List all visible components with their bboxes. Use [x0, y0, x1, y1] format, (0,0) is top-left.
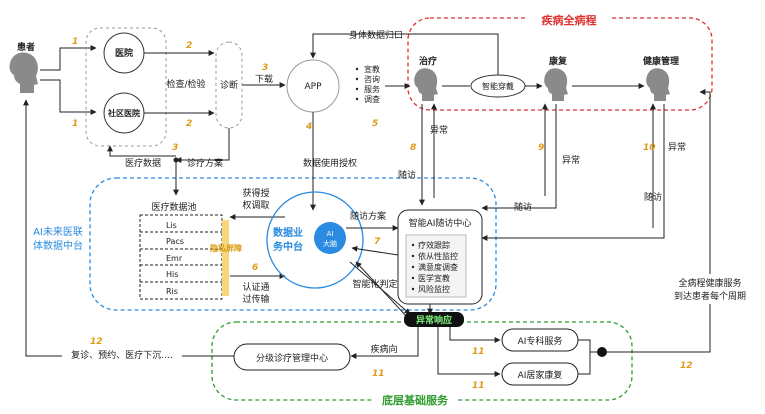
medical-data-label: 医疗数据 — [125, 157, 161, 169]
patient-head-icon — [9, 52, 38, 93]
abnormal-response-label: 异常响应 — [416, 314, 452, 326]
ai-brain-label-line1: AI — [327, 230, 334, 238]
ai-followup-center-label: 智能AI随访中心 — [409, 217, 472, 229]
community-hospital-label: 社区医院 — [107, 108, 140, 118]
app-service-item: 调查 — [364, 94, 380, 104]
ai-specialist-label: AI专科服务 — [518, 335, 563, 347]
followup-plan-label: 随访方案 — [350, 210, 386, 222]
step-number: 2 — [186, 41, 192, 51]
followup-label-3: 随访 — [644, 191, 662, 203]
step-number: 12 — [90, 337, 103, 347]
full-health-label-line2: 到达患者每个周期 — [674, 290, 746, 302]
followup-label-1: 随访 — [398, 169, 416, 181]
bottom-services-title: 底层基础服务 — [382, 393, 449, 407]
step-number: 3 — [262, 63, 268, 73]
future-platform-region — [89, 177, 497, 311]
smart-judge-label: 智能化判定 — [352, 278, 397, 290]
step-number: 12 — [680, 361, 693, 371]
followup-items-list: 疗效跟踪 依从性监控 满意度调查 医学宣教 风险监控 — [418, 240, 458, 294]
step-number: 10 — [643, 143, 656, 153]
step-number: 11 — [472, 347, 485, 357]
data-pool-item: Ris — [166, 287, 178, 296]
hospital-group-box — [85, 27, 167, 147]
body-data-return-label: 身体数据归口 — [349, 29, 403, 41]
app-label: APP — [304, 82, 322, 92]
step-number: 1 — [72, 119, 78, 129]
rehab-head-icon — [544, 68, 568, 101]
disease-direction-label: 疾病向 — [370, 343, 397, 355]
future-platform-title-line1: AI未来医联 — [33, 226, 83, 238]
treatment-plan-label: 诊疗方案 — [187, 157, 223, 169]
privacy-shield-bar — [222, 220, 229, 296]
step-number: 1 — [72, 37, 78, 47]
tiered-center-node[interactable] — [233, 343, 351, 371]
check-test-label: 检查/检验 — [166, 78, 205, 90]
data-pool-item: Lis — [166, 221, 177, 230]
smart-wear-label: 智能穿戴 — [482, 81, 514, 91]
get-auth-label-line2: 权调取 — [242, 199, 269, 211]
step-number: 3 — [172, 143, 178, 153]
diagnosis-label: 诊断 — [220, 79, 238, 91]
tiered-center-label: 分级诊疗管理中心 — [256, 352, 328, 364]
step-number: 2 — [186, 119, 192, 129]
followup-item: 疗效跟踪 — [418, 240, 450, 250]
data-pool-item: Pacs — [166, 237, 184, 246]
followup-item: 医学宣教 — [418, 273, 450, 283]
abnormal-response-node[interactable] — [404, 312, 464, 327]
download-label: 下载 — [255, 73, 273, 85]
step-number: 7 — [374, 237, 381, 247]
ai-brain-label-line2: 大脑 — [323, 239, 337, 248]
health-mgmt-label: 健康管理 — [643, 55, 679, 67]
data-business-label-line2: 务中台 — [273, 240, 303, 253]
medical-data-pool — [139, 214, 223, 300]
followup-items-box — [405, 234, 467, 298]
patient-label: 患者 — [17, 41, 35, 53]
health-mgmt-head-icon — [646, 68, 670, 101]
treatment-label: 治疗 — [419, 55, 437, 67]
ai-home-rehab-label: AI居家康复 — [518, 369, 563, 381]
abnormal-label-3: 异常 — [668, 141, 686, 153]
revisit-label: 复诊、预约、医疗下沉…. — [71, 349, 173, 361]
auth-label-line2: 过传输 — [242, 293, 269, 305]
future-platform-title-line2: 体数据中台 — [33, 239, 83, 252]
step-number: 11 — [472, 381, 485, 391]
privacy-shield-label: 隐私屏障 — [210, 243, 242, 253]
abnormal-label-1: 异常 — [430, 124, 448, 136]
data-pool-item: His — [166, 270, 178, 279]
step-number: 6 — [252, 263, 258, 273]
treatment-head-icon — [414, 68, 438, 101]
full-health-label-line1: 全病程健康服务 — [678, 277, 741, 289]
step-number: 5 — [372, 119, 378, 129]
step-number: 9 — [538, 143, 544, 153]
app-service-item: 宣教 — [364, 64, 380, 74]
data-business-platform — [266, 191, 364, 289]
step-number: 4 — [305, 122, 312, 132]
followup-label-2: 随访 — [514, 201, 532, 213]
followup-item: 依从性监控 — [418, 251, 458, 261]
app-service-item: 服务 — [364, 84, 380, 94]
get-auth-label-line1: 获得授 — [242, 187, 269, 199]
followup-item: 风险监控 — [418, 284, 450, 294]
app-services-list: 宣教 咨询 服务 调查 — [364, 64, 380, 104]
abnormal-label-2: 异常 — [562, 154, 580, 166]
auth-label-line1: 认证通 — [242, 281, 269, 293]
data-pool-item: Emr — [166, 254, 183, 263]
medical-data-pool-title: 医疗数据池 — [151, 201, 196, 213]
data-business-label-line1: 数据业 — [273, 226, 303, 239]
followup-item: 满意度调查 — [418, 262, 458, 272]
ai-brain-node[interactable] — [314, 222, 346, 254]
data-use-auth-label: 数据使用授权 — [303, 157, 357, 169]
step-number: 11 — [372, 369, 385, 379]
hospital-label: 医院 — [115, 47, 133, 59]
step-number: 8 — [410, 143, 416, 153]
merge-dot — [597, 347, 607, 357]
rehab-label: 康复 — [549, 55, 568, 67]
app-service-item: 咨询 — [364, 74, 380, 84]
full-course-title: 疾病全病程 — [542, 13, 597, 27]
